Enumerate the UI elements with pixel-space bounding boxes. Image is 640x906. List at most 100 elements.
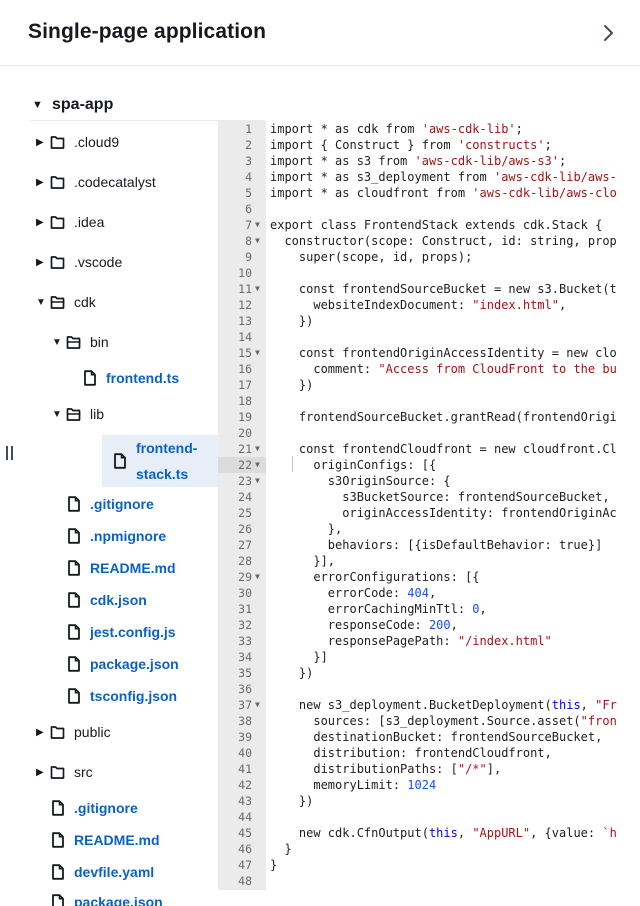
tree-file[interactable]: jest.config.js — [30, 621, 218, 643]
file-icon — [50, 800, 66, 816]
tree-file[interactable]: README.md — [30, 557, 218, 579]
code-text: destinationBucket: frontendSourceBucket, — [270, 730, 603, 744]
tree-folder[interactable]: ▶src — [30, 761, 218, 783]
line-number: 37 — [238, 698, 252, 712]
code-line[interactable]: 41 distributionPaths: ["/*"], — [218, 761, 640, 777]
code-line[interactable]: 25 originAccessIdentity: frontendOriginA… — [218, 505, 640, 521]
tree-folder[interactable]: ▶public — [30, 721, 218, 743]
fold-toggle-icon[interactable]: ▼ — [255, 572, 260, 581]
code-text: import * as s3_deployment from 'aws-cdk-… — [270, 170, 617, 184]
code-line[interactable]: 34 }] — [218, 649, 640, 665]
code-line[interactable]: 9 super(scope, id, props); — [218, 249, 640, 265]
code-line[interactable]: 48 — [218, 873, 640, 889]
code-line[interactable]: 36 — [218, 681, 640, 697]
code-line[interactable]: 44 — [218, 809, 640, 825]
code-line[interactable]: 42 memoryLimit: 1024 — [218, 777, 640, 793]
code-line[interactable]: 27 behaviors: [{isDefaultBehavior: true}… — [218, 537, 640, 553]
code-line[interactable]: 30 errorCode: 404, — [218, 585, 640, 601]
code-line[interactable]: 31 errorCachingMinTtl: 0, — [218, 601, 640, 617]
code-line[interactable]: 37▼ new s3_deployment.BucketDeployment(t… — [218, 697, 640, 713]
fold-toggle-icon[interactable]: ▼ — [255, 236, 260, 245]
tree-file[interactable]: package.json — [30, 653, 218, 675]
code-text: import { Construct } from 'constructs'; — [270, 138, 552, 152]
chevron-right-icon[interactable] — [598, 23, 618, 43]
code-line[interactable]: 35 }) — [218, 665, 640, 681]
tree-file[interactable]: .gitignore — [30, 493, 218, 515]
tree-folder[interactable]: ▶.vscode — [30, 251, 218, 273]
code-text: distributionPaths: ["/*"], — [270, 762, 502, 776]
code-line[interactable]: 14 — [218, 329, 640, 345]
code-line[interactable]: 28 }], — [218, 553, 640, 569]
fold-toggle-icon[interactable]: ▼ — [255, 476, 260, 485]
code-line[interactable]: 46 } — [218, 841, 640, 857]
tree-folder[interactable]: ▶.codecatalyst — [30, 171, 218, 193]
code-line[interactable]: 6 — [218, 201, 640, 217]
code-line[interactable]: 24 s3BucketSource: frontendSourceBucket, — [218, 489, 640, 505]
line-number: 15 — [238, 346, 252, 360]
code-text: frontendSourceBucket.grantRead(frontendO… — [270, 410, 617, 424]
tree-folder[interactable]: ▼lib — [30, 403, 218, 425]
code-line[interactable]: 22▼ originConfigs: [{ — [218, 457, 640, 473]
code-line[interactable]: 40 distribution: frontendCloudfront, — [218, 745, 640, 761]
tree-item-label: bin — [90, 334, 109, 350]
code-line[interactable]: 39 destinationBucket: frontendSourceBuck… — [218, 729, 640, 745]
code-line[interactable]: 15▼ const frontendOriginAccessIdentity =… — [218, 345, 640, 361]
code-line[interactable]: 26 }, — [218, 521, 640, 537]
code-text: new cdk.CfnOutput(this, "AppURL", {value… — [270, 826, 617, 840]
code-line[interactable]: 12 websiteIndexDocument: "index.html", — [218, 297, 640, 313]
tree-file[interactable]: frontend.ts — [30, 367, 218, 389]
tree-folder[interactable]: ▼bin — [30, 331, 218, 353]
tree-file[interactable]: .npmignore — [30, 525, 218, 547]
tree-file[interactable]: devfile.yaml — [30, 861, 218, 883]
tree-item-label: frontend.ts — [106, 370, 180, 386]
fold-toggle-icon[interactable]: ▼ — [255, 348, 260, 357]
code-line[interactable]: 45 new cdk.CfnOutput(this, "AppURL", {va… — [218, 825, 640, 841]
code-line[interactable]: 13 }) — [218, 313, 640, 329]
code-line[interactable]: 33 responsePagePath: "/index.html" — [218, 633, 640, 649]
tree-file[interactable]: .gitignore — [30, 797, 218, 819]
code-line[interactable]: 43 }) — [218, 793, 640, 809]
tree-file[interactable]: tsconfig.json — [30, 685, 218, 707]
code-line[interactable]: 23▼ s3OriginSource: { — [218, 473, 640, 489]
code-line[interactable]: 19 frontendSourceBucket.grantRead(fronte… — [218, 409, 640, 425]
code-line[interactable]: 8▼ constructor(scope: Construct, id: str… — [218, 233, 640, 249]
line-number: 39 — [238, 730, 252, 744]
tree-folder[interactable]: ▼cdk — [30, 291, 218, 313]
line-number: 11 — [238, 282, 252, 296]
code-line[interactable]: 18 — [218, 393, 640, 409]
fold-toggle-icon[interactable]: ▼ — [255, 220, 260, 229]
tree-folder[interactable]: ▶.cloud9 — [30, 131, 218, 153]
code-line[interactable]: 47} — [218, 857, 640, 873]
code-line[interactable]: 17 }) — [218, 377, 640, 393]
file-icon — [50, 832, 66, 848]
code-line[interactable]: 10 — [218, 265, 640, 281]
code-line[interactable]: 20 — [218, 425, 640, 441]
fold-toggle-icon[interactable]: ▼ — [255, 460, 260, 469]
code-text: const frontendOriginAccessIdentity = new… — [270, 346, 617, 360]
tree-file[interactable]: README.md — [30, 829, 218, 851]
tree-file[interactable]: cdk.json — [30, 589, 218, 611]
code-line[interactable]: 29▼ errorConfigurations: [{ — [218, 569, 640, 585]
fold-toggle-icon[interactable]: ▼ — [255, 444, 260, 453]
code-line[interactable]: 32 responseCode: 200, — [218, 617, 640, 633]
code-line[interactable]: 11▼ const frontendSourceBucket = new s3.… — [218, 281, 640, 297]
code-line[interactable]: 16 comment: "Access from CloudFront to t… — [218, 361, 640, 377]
tree-file[interactable]: frontend-stack.ts — [102, 435, 218, 487]
tree-root[interactable]: ▼ spa-app — [32, 94, 113, 116]
line-number: 28 — [238, 554, 252, 568]
tree-folder[interactable]: ▶.idea — [30, 211, 218, 233]
fold-toggle-icon[interactable]: ▼ — [255, 284, 260, 293]
fold-toggle-icon[interactable]: ▼ — [255, 700, 260, 709]
code-line[interactable]: 21▼ const frontendCloudfront = new cloud… — [218, 441, 640, 457]
tree-file[interactable]: package.json — [30, 891, 218, 906]
code-line[interactable]: 7▼export class FrontendStack extends cdk… — [218, 217, 640, 233]
code-line[interactable]: 38 sources: [s3_deployment.Source.asset(… — [218, 713, 640, 729]
tree-item-label: src — [74, 764, 93, 780]
panel-resize-handle[interactable] — [6, 446, 14, 460]
